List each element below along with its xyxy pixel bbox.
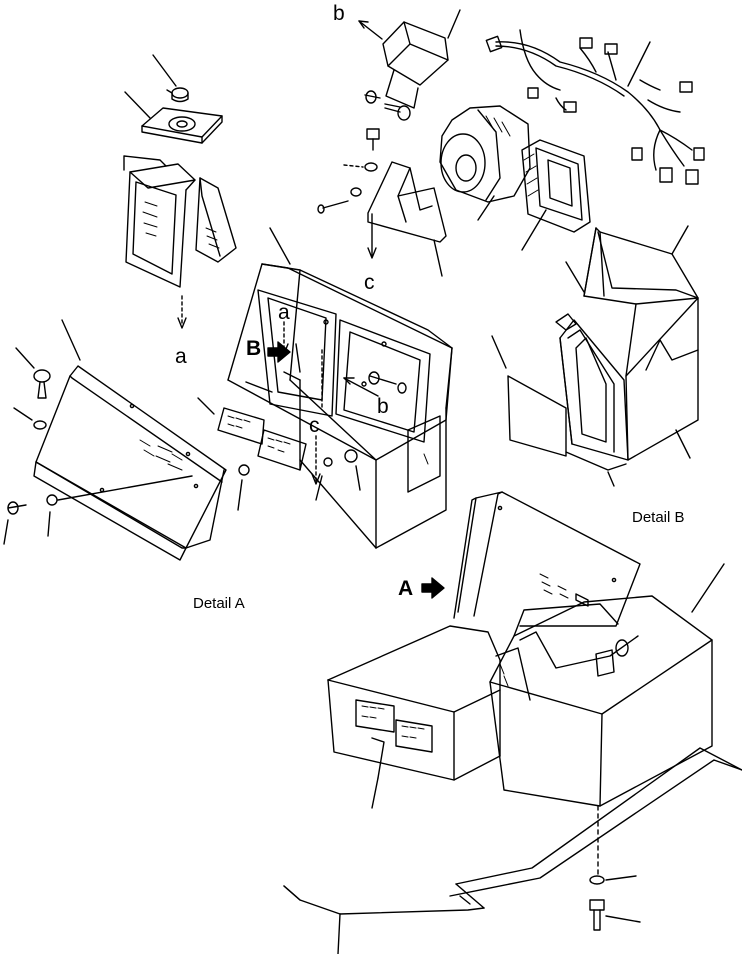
- left-filter-housing: [125, 163, 196, 288]
- connection-c-mid: c: [309, 414, 320, 437]
- leader-knob: [152, 54, 177, 87]
- leader-console: [269, 227, 291, 265]
- connection-c-top: c: [364, 271, 375, 294]
- cab-body: [489, 595, 713, 807]
- bolts-top: [317, 90, 411, 214]
- connection-a-top: a: [175, 345, 187, 368]
- top-bracket: [382, 21, 449, 109]
- arrow-b-tip: [295, 343, 301, 373]
- leader-duct: [521, 209, 547, 251]
- leader-bolt-left: [3, 519, 9, 545]
- leader-b-top: [358, 20, 383, 40]
- blower-duct: [521, 139, 591, 233]
- leader-nut-2: [355, 465, 361, 491]
- caption-detail-a: Detail A: [193, 595, 245, 612]
- duct-flap: [507, 375, 567, 457]
- arrow-a-top: [177, 317, 187, 329]
- leader-cover-top: [671, 225, 689, 255]
- knob-part: [166, 87, 189, 103]
- leader-bolt: [364, 94, 381, 99]
- right-filter-housing: [195, 177, 237, 263]
- leader-cab: [691, 563, 725, 613]
- connection-b-top: b: [333, 2, 345, 25]
- front-panel-plate: [33, 365, 227, 561]
- leader-floor-bolt: [605, 915, 641, 923]
- blower-motor: [439, 105, 531, 203]
- caption-detail-b: Detail B: [632, 509, 685, 526]
- leader-washer-left: [13, 407, 33, 421]
- floor-fasteners: [589, 875, 605, 931]
- leader-harness: [627, 41, 651, 87]
- console-box: [227, 263, 453, 549]
- leader-b-mid: [343, 377, 379, 397]
- connection-b-mid: b: [377, 395, 389, 418]
- lower-bracket: [367, 161, 447, 243]
- view-marker-a: A: [398, 577, 414, 600]
- leader-cap: [124, 91, 151, 119]
- leader-housing: [123, 155, 167, 171]
- leader-washer-left-2: [47, 511, 51, 537]
- assembled-console: [327, 625, 501, 781]
- leader-cover-side: [675, 429, 691, 459]
- console-fasteners: [238, 371, 407, 476]
- leader-blower: [477, 195, 495, 221]
- arrow-b-top: [358, 20, 369, 29]
- leader-console-switches-2: [371, 777, 379, 809]
- wire-harness: [485, 29, 705, 185]
- assembled-panel: [453, 491, 641, 627]
- view-marker-b: B: [246, 337, 262, 360]
- arrow-b-big: [267, 341, 291, 363]
- leader-plate-bolt: [57, 475, 193, 501]
- leader-lower-bracket: [433, 239, 443, 277]
- leader-switch: [197, 397, 215, 415]
- arrow-c-mid: [311, 473, 321, 485]
- leader-cover-left: [565, 261, 585, 293]
- leader-washer-c: [237, 479, 243, 511]
- connection-a-mid: a: [278, 301, 290, 324]
- leader-console-switches: [371, 737, 385, 779]
- switch-panel-right: [257, 429, 307, 471]
- arrow-c-top: [367, 247, 377, 259]
- duct-cover-side: [625, 297, 699, 461]
- cap-plate: [141, 107, 223, 144]
- leader-bracket: [447, 9, 461, 39]
- arrow-b-mid: [343, 377, 355, 385]
- duct-frame: [555, 313, 629, 471]
- leader-knob-left: [15, 347, 35, 369]
- arrow-a-big: [421, 577, 445, 599]
- switch-panel-left: [217, 407, 265, 445]
- leader-flap: [491, 335, 507, 369]
- leader-nut: [315, 475, 323, 501]
- leader-floor-washer: [605, 875, 637, 881]
- left-fasteners: [7, 369, 58, 515]
- leader-frame: [607, 471, 615, 487]
- leader-plate: [61, 319, 81, 361]
- leader-washer: [343, 164, 364, 168]
- cab-floor: [283, 747, 742, 954]
